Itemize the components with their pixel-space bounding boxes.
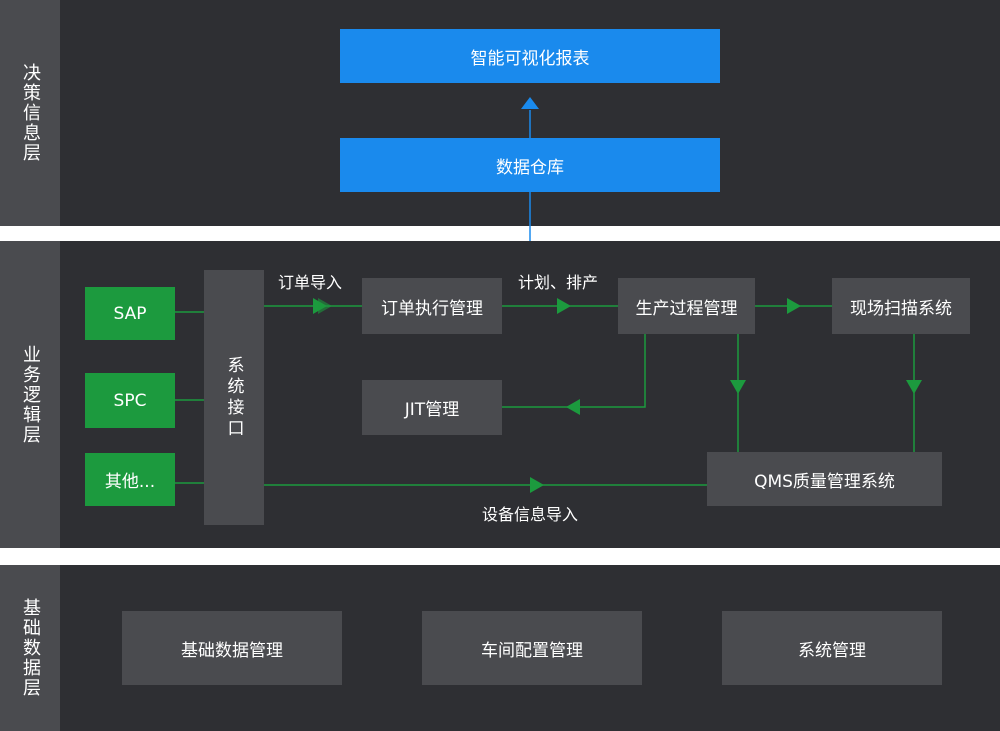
arrow-right-icon [787,298,801,314]
jit-box: JIT管理 [362,380,502,435]
order-import-label: 订单导入 [278,273,343,292]
system-label: 系统管理 [798,640,866,661]
production-to-jit-line [502,334,646,408]
layer-label-business-text: 业务逻辑层 [20,344,41,445]
production-box: 生产过程管理 [618,278,755,334]
warehouse-label: 数据仓库 [496,157,564,178]
report-label: 智能可视化报表 [470,48,590,69]
layer-label-base: 基础数据层 [0,565,60,731]
workshop-box: 车间配置管理 [422,611,642,685]
other-box: 其他... [85,453,175,506]
interface-box: 系统接口 [204,270,264,525]
arrow-down-icon [906,380,922,394]
device-import-label: 设备信息导入 [482,505,579,524]
up-arrow-icon [521,97,539,109]
report-box: 智能可视化报表 [340,29,720,83]
qms-box: QMS质量管理系统 [707,452,942,506]
order-exec-label: 订单执行管理 [381,298,483,319]
sap-box: SAP [85,287,175,340]
sap-label: SAP [113,303,147,324]
layer-label-business: 业务逻辑层 [0,241,60,548]
warehouse-box: 数据仓库 [340,138,720,192]
system-box: 系统管理 [722,611,942,685]
production-label: 生产过程管理 [635,298,738,319]
layer-label-decision-text: 决策信息层 [20,63,41,163]
interface-label: 系统接口 [223,355,244,440]
scan-box: 现场扫描系统 [832,278,970,334]
order-exec-box: 订单执行管理 [362,278,502,334]
layer-label-base-text: 基础数据层 [20,598,41,698]
scan-label: 现场扫描系统 [850,298,952,319]
spc-label: SPC [113,390,147,411]
arrow-down-icon [730,380,746,394]
jit-label: JIT管理 [404,400,460,420]
layer-label-decision: 决策信息层 [0,0,60,226]
spc-box: SPC [85,373,175,428]
workshop-label: 车间配置管理 [481,640,583,661]
qms-label: QMS质量管理系统 [754,471,895,492]
other-label: 其他... [104,472,156,492]
arrow-right-icon [530,477,544,493]
plan-label: 计划、排产 [518,273,599,292]
arrow-right-icon [318,298,332,314]
arrow-left-icon [566,399,580,415]
basic-data-label: 基础数据管理 [181,640,283,661]
arrow-right-icon [557,298,571,314]
basic-data-box: 基础数据管理 [122,611,342,685]
